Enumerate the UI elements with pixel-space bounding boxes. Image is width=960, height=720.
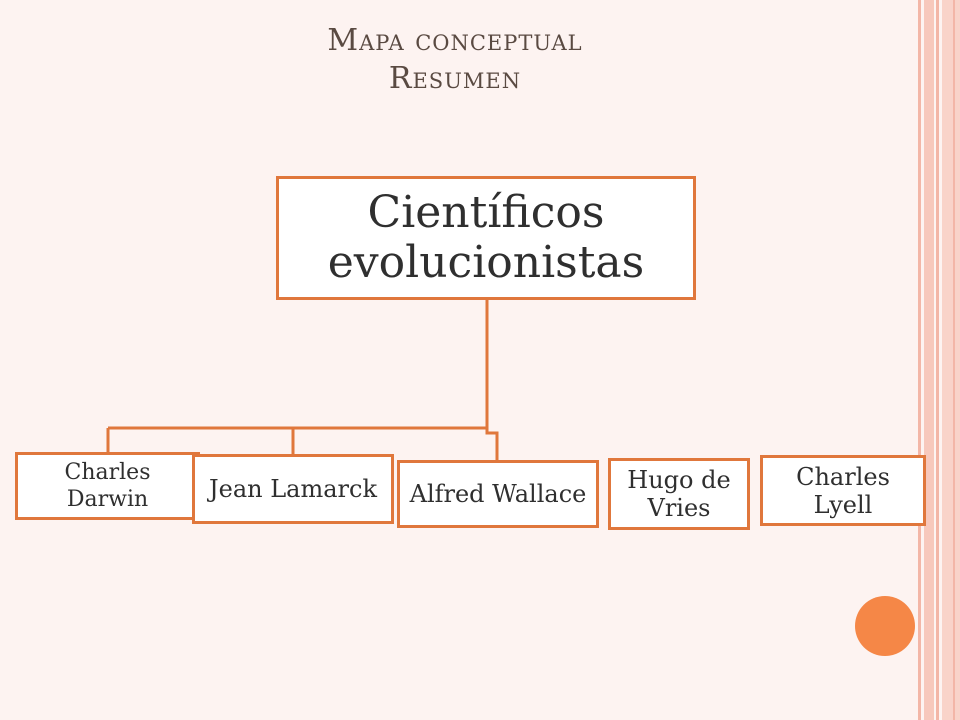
decorative-stripe — [918, 0, 921, 720]
child-node-label: Jean Lamarck — [209, 475, 377, 503]
title-line-1: Mapa conceptual — [327, 23, 583, 58]
child-node-charles-lyell: Charles Lyell — [760, 455, 926, 526]
child-node-hugo-de-vries: Hugo de Vries — [608, 458, 750, 530]
decorative-stripe — [953, 0, 955, 720]
child-node-label: Charles Lyell — [796, 462, 890, 519]
decorative-stripe — [942, 0, 960, 720]
root-node-label: Científicos evolucionistas — [327, 187, 645, 288]
decorative-stripe — [936, 0, 939, 720]
connector-wallace — [485, 428, 499, 460]
child-node-jean-lamarck: Jean Lamarck — [192, 454, 394, 524]
child-node-alfred-wallace: Alfred Wallace — [397, 460, 599, 528]
child-node-label: Charles Darwin — [64, 460, 151, 512]
decorative-circle — [855, 596, 915, 656]
root-node-cientificos-evolucionistas: Científicos evolucionistas — [276, 176, 696, 300]
child-node-label: Hugo de Vries — [627, 466, 731, 522]
title-line-2: Resumen — [388, 61, 522, 96]
child-node-charles-darwin: Charles Darwin — [15, 452, 200, 520]
decorative-stripe — [924, 0, 934, 720]
slide-title: Mapa conceptual Resumen — [0, 22, 910, 98]
child-node-label: Alfred Wallace — [409, 480, 587, 508]
